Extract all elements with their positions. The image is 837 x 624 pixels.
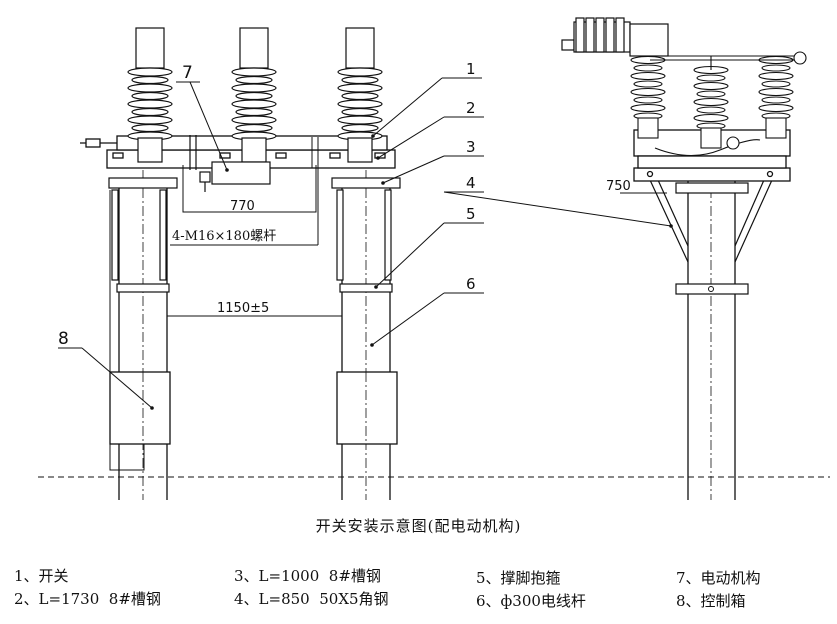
legend-item-5: 5、撑脚抱箍 [476,569,561,587]
clamp-right [339,283,393,293]
dim-750: 750 [606,179,631,194]
legend-item-7: 7、电动机构 [676,569,761,587]
side-clamp-top [675,182,749,194]
label-4: 4 [466,174,476,192]
clamp-left [116,283,170,293]
legend-item-4: 4、L=850 50X5角钢 [234,590,389,608]
right-pole [341,170,391,500]
label-3: 3 [466,138,476,156]
dim-1150: 1150±5 [217,301,269,316]
legend-item-2: 2、L=1730 8#槽钢 [14,590,161,608]
pole-channel-left [108,177,178,281]
dim-770-line [182,165,317,213]
label-6: 6 [466,275,476,293]
pole-channel-right [331,177,401,281]
label-2: 2 [466,99,476,117]
left-pole [118,170,168,500]
legend-item-8: 8、控制箱 [676,592,746,610]
legend-item-6: 6、ф300电线杆 [476,592,586,610]
legend-item-3: 3、L=1000 8#槽钢 [234,567,381,585]
motor-mechanism [189,135,271,192]
label-5: 5 [466,205,476,223]
control-box [109,371,171,445]
pole-box-right [336,371,398,445]
angle-steel-brace [649,179,773,263]
side-motor-head [561,17,669,57]
side-insulator-left [630,55,666,139]
label-7: 7 [182,63,193,83]
side-insulator-right [758,55,794,139]
bolt-annotation: 4-M16×180螺杆 [172,229,276,244]
side-linkage [650,51,807,157]
legend-item-1: 1、开关 [14,567,69,585]
label-8: 8 [58,329,69,349]
control-cable [109,190,145,471]
dim-770: 770 [230,199,255,214]
label-1: 1 [466,60,476,78]
diagram-caption: 开关安装示意图(配电动机构) [315,517,522,535]
side-view-pole [687,170,736,500]
